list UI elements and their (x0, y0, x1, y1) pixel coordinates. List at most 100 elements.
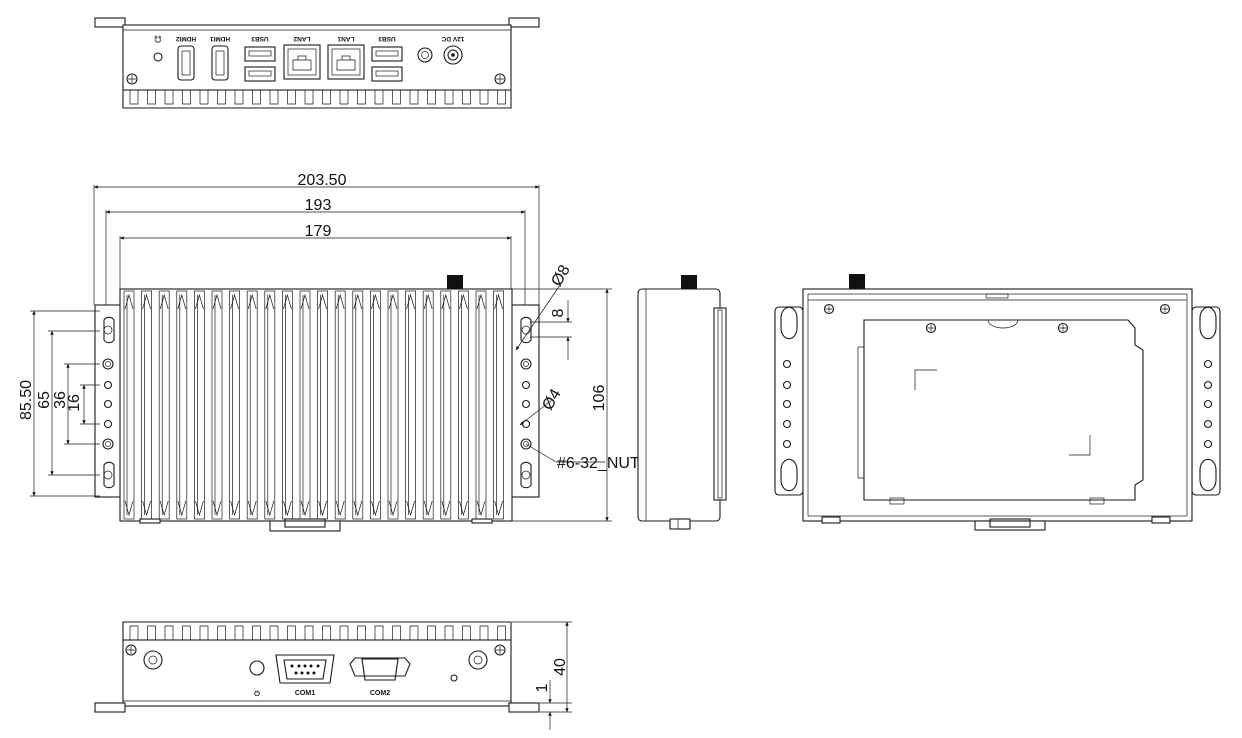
mount-hole-icon (520, 316, 532, 489)
hdmi1-label: HDMI1 (210, 35, 231, 42)
fin (159, 293, 169, 310)
bottom-view (774, 274, 1221, 531)
dim-depth: 40 (552, 658, 569, 676)
fin (247, 293, 257, 310)
side-view (637, 275, 727, 530)
fin (352, 290, 364, 520)
usb3-port (371, 46, 403, 62)
dim-chassis-width: 179 (305, 223, 332, 240)
fin (229, 290, 240, 520)
fin (212, 500, 222, 517)
front-panel-view: 🎧 HDMI2 HDMI1 USB3 LAN2 LAN1 USB3 12V DC (94, 17, 540, 109)
fin (123, 290, 135, 520)
fin (164, 625, 174, 640)
fin (142, 500, 151, 517)
power-button (417, 47, 433, 63)
fin (217, 90, 226, 105)
fin (371, 500, 380, 517)
mount-hole-icon (780, 306, 1217, 492)
fin (427, 90, 436, 105)
dim-mount-36: 36 (52, 391, 69, 409)
heatsink-fins (129, 90, 506, 105)
fin (441, 500, 451, 517)
usb3-port (371, 66, 403, 82)
fin (269, 625, 279, 640)
fin (182, 90, 191, 105)
fin (252, 625, 261, 640)
fin (444, 625, 454, 640)
standoff (143, 650, 163, 670)
fin (265, 500, 275, 517)
fin (497, 625, 506, 640)
dim-mount-16: 16 (66, 394, 83, 412)
fin (194, 290, 205, 520)
fin (388, 293, 398, 310)
fin (334, 290, 346, 520)
fin (494, 500, 503, 517)
com1-label: COM1 (295, 690, 315, 697)
fin (357, 625, 366, 640)
dim-hole-big: Ø8 (548, 262, 573, 289)
fin (177, 500, 187, 517)
usb3-left-label: USB3 (251, 35, 269, 42)
dc-label: 12V DC (441, 35, 464, 42)
fin (459, 500, 468, 517)
dim-overall-width: 203.50 (298, 172, 347, 189)
fin (211, 290, 223, 520)
dim-hole-offset: 8 (550, 308, 567, 317)
fin (440, 290, 452, 520)
fin (300, 500, 310, 517)
fin (494, 293, 503, 310)
fin (392, 90, 401, 105)
fin (497, 90, 506, 105)
fin (230, 500, 239, 517)
lan2-port (283, 44, 321, 80)
rear-panel-view: ⏻ COM1 COM2 40 1 (94, 621, 572, 730)
dim-bracket-width: 193 (305, 197, 332, 214)
fin (357, 90, 366, 105)
fin (182, 625, 191, 640)
fin (129, 625, 139, 640)
screw-icon (125, 644, 506, 656)
fin (164, 90, 174, 105)
fin (374, 625, 384, 640)
fin (353, 293, 363, 310)
power-button (249, 660, 265, 676)
fin (462, 90, 471, 105)
dim-hole-small: Ø4 (539, 386, 564, 413)
fin (199, 625, 209, 640)
fin (409, 625, 419, 640)
fin (287, 625, 296, 640)
hdmi1-port (211, 45, 229, 81)
dc-jack (443, 45, 463, 65)
standoff (468, 650, 488, 670)
fin (462, 625, 471, 640)
fin (230, 293, 239, 310)
fin (444, 90, 454, 105)
usb3-port (244, 66, 276, 82)
fin (371, 293, 380, 310)
fin (335, 500, 345, 517)
fin (147, 90, 156, 105)
fin (283, 500, 292, 517)
fin (247, 500, 257, 517)
fin (142, 293, 151, 310)
hdmi2-label: HDMI2 (176, 35, 197, 42)
fin (322, 625, 331, 640)
com1-pins (290, 664, 320, 675)
fin (339, 90, 349, 105)
fin (405, 290, 416, 520)
fin (212, 293, 222, 310)
lan1-port (327, 44, 365, 80)
fin (283, 293, 292, 310)
audio-jack (153, 52, 163, 62)
fin (353, 500, 363, 517)
fin (199, 90, 209, 105)
fin (441, 293, 451, 310)
fin (124, 500, 134, 517)
fin (234, 90, 244, 105)
screw-icon (823, 303, 1171, 334)
fin (158, 290, 170, 520)
power-symbol-label: ⏻ (254, 690, 260, 698)
fin (269, 90, 279, 105)
